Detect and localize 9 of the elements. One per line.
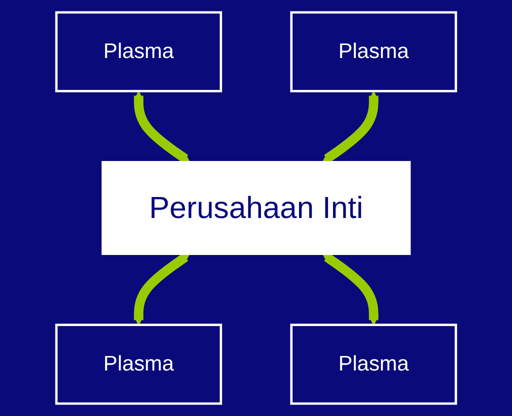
arrow — [133, 91, 190, 163]
arrow — [322, 253, 379, 326]
arrow — [133, 253, 190, 326]
arrow — [322, 91, 379, 163]
node-box: Plasma — [55, 11, 222, 92]
node-box: Perusahaan Inti — [101, 161, 411, 255]
node-box: Plasma — [290, 324, 457, 405]
node-box: Plasma — [290, 11, 457, 92]
node-box: Plasma — [55, 324, 222, 405]
